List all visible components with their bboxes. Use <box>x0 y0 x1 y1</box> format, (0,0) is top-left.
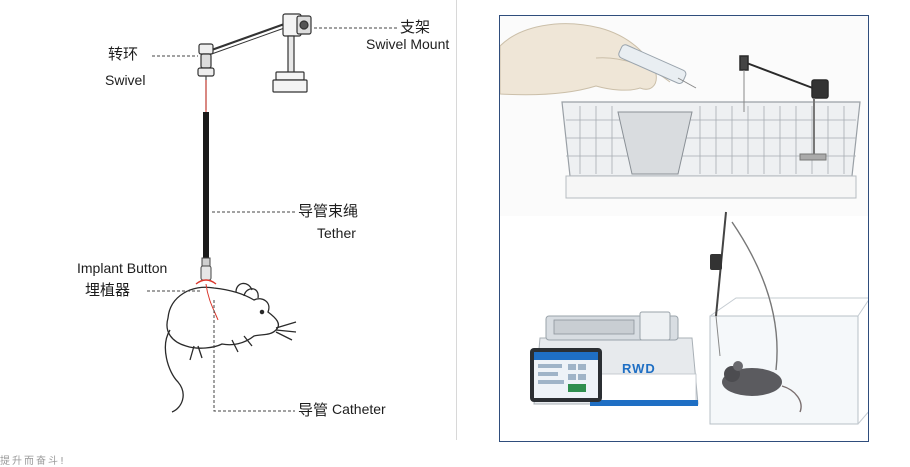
swivel-mount-drawing <box>205 13 312 93</box>
label-swivel-mount-en: Swivel Mount <box>366 36 450 52</box>
cage-photo <box>500 16 868 216</box>
catheter-body-line <box>205 283 219 321</box>
label-swivel-mount-zh: 支架 <box>400 18 431 36</box>
schematic-diagram <box>147 13 398 413</box>
label-implant-button-zh: 埋植器 <box>85 281 131 299</box>
label-swivel-en: Swivel <box>105 72 146 88</box>
pump-brand-logo: RWD <box>622 361 656 376</box>
label-tether-zh: 导管束绳 <box>298 202 359 220</box>
tether-drawing <box>203 112 209 262</box>
implant-button-drawing <box>195 265 217 285</box>
swivel-drawing <box>197 43 215 110</box>
bottom-slogan: 提升而奋斗! <box>0 456 67 467</box>
leader-lines <box>147 27 398 412</box>
photo-panel: RWD <box>499 15 869 442</box>
label-catheter-en: Catheter <box>332 401 386 417</box>
label-implant-button-en: Implant Button <box>77 260 168 276</box>
label-swivel-zh: 转环 <box>108 45 139 63</box>
panel-divider <box>456 0 457 440</box>
pump-photo <box>500 211 868 441</box>
label-catheter-zh: 导管 <box>298 401 329 419</box>
label-tether-en: Tether <box>317 225 356 241</box>
mouse-drawing <box>164 282 297 413</box>
photo-illustrations <box>500 16 868 441</box>
